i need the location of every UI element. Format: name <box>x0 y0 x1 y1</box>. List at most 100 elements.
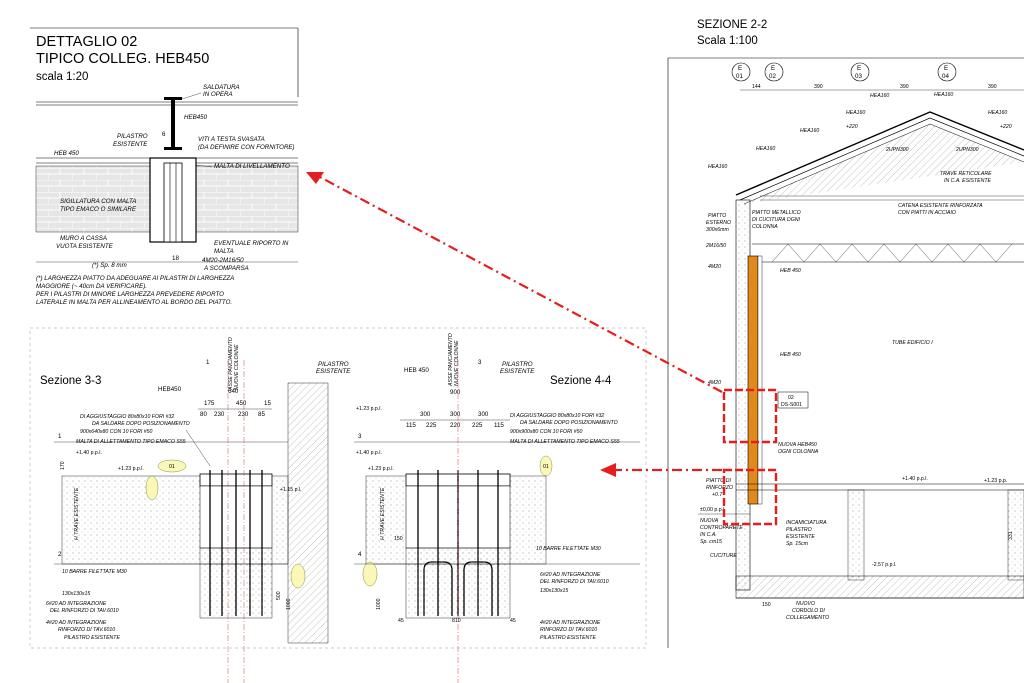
svg-text:04: 04 <box>942 73 949 80</box>
label-catena-1: CATENA ESISTENTE RINFORZATA <box>898 203 983 209</box>
dim-1000: 1000 <box>286 598 292 610</box>
dim-225b: 225 <box>472 422 483 429</box>
axis-bubble-e03: E 03 <box>850 62 870 82</box>
label-controp-4: Sp. cm15 <box>700 539 722 545</box>
label-piatto-2: DA SALDARE DOPO POSIZIONAMENTO <box>520 420 618 426</box>
dim-220: 220 <box>450 422 461 429</box>
label-m20-a: 4M20-2M16/50 <box>202 257 244 264</box>
label-piatto-est-3: 300x6mm <box>706 227 729 233</box>
note-2: MAGGIORE (~ 40cm DA VERIFICARE). <box>36 283 147 290</box>
dim-1000: 1000 <box>376 598 382 610</box>
dim-300c: 300 <box>478 411 489 418</box>
leader <box>181 92 202 100</box>
detail-title-1: DETTAGLIO 02 <box>36 34 137 50</box>
label-malta-liv: MALTA DI LIVELLAMENTO <box>214 163 290 170</box>
label-assi-2: NUOVE COLONNE <box>454 340 460 386</box>
label-piatto-1: DI AGGIUSTAGGIO 80x80x10 FORI #32 <box>80 414 174 420</box>
label-piatto-met-2: DI CUCITURA OGNI <box>752 217 800 223</box>
svg-text:E: E <box>944 65 948 72</box>
lvl-257: -2.57 p.p.l. <box>872 562 897 568</box>
label-trave-1: TRAVE RETICOLARE <box>940 171 992 177</box>
dim-170: 170 <box>60 461 66 470</box>
label-assi-1: ASSE PANCIAMENTO <box>228 337 234 391</box>
label-d20a-2: DEL RINFORZO DI TAV.6010 <box>540 579 609 585</box>
lvl-140: +1.40 p.p.l. <box>76 450 102 456</box>
dim-85: 85 <box>258 411 265 418</box>
dim-115b: 115 <box>494 422 504 429</box>
label-upn-1: 2UPN300 <box>885 147 909 153</box>
ref-02: 02 <box>788 395 794 401</box>
label-m20b: 4M20 <box>708 380 721 386</box>
label-esistente: ESISTENTE <box>113 141 148 148</box>
label-piatto-r-1: PIATTO DI <box>706 478 731 484</box>
label-muro-1: MURO A CASSA <box>60 235 107 242</box>
bubble-01-text: 01 <box>169 464 175 470</box>
callout-arrow-line-1 <box>317 175 723 393</box>
label-d20a-1: 6#20 AD INTEGRAZIONE <box>540 572 601 578</box>
label-piatto-r-2: RINFORZO <box>706 485 733 491</box>
lvl-140: +1.40 p.p.l. <box>356 450 382 456</box>
label-pilastro-2: ESISTENTE <box>316 368 351 375</box>
marker-3-cut: 3 <box>358 433 362 440</box>
svg-text:E: E <box>857 65 861 72</box>
label-barre: 10 BARRE FILETTATE M30 <box>536 546 601 552</box>
dim-175: 175 <box>204 400 215 407</box>
label-incam-1: INCAMICIATURA <box>786 520 827 526</box>
dim-45b: 45 <box>510 618 516 624</box>
label-heb450-b: HEB 450 <box>780 352 801 358</box>
callout-arrowhead-1 <box>306 172 324 184</box>
label-eventuale-2: MALTA <box>214 248 234 255</box>
label-controp-3: IN C.A. <box>700 532 717 538</box>
label-piatto-3: 900x640x80 CON 10 FORI #50 <box>80 429 152 435</box>
dim-115a: 115 <box>406 422 416 429</box>
label-assi-1: ASSE PANCIAMENTO <box>448 333 454 387</box>
label-heb450-left: HEB 450 <box>54 150 79 157</box>
svg-text:01: 01 <box>736 73 743 80</box>
label-assi-2: NUOVE COLONNE <box>234 344 240 390</box>
lvl-123: +1.23 p.p. <box>984 478 1007 484</box>
note-1: (*) LARGHEZZA PIATTO DA ADEGUARE AI PILA… <box>36 275 234 282</box>
label-hea160-b: HEA160 <box>870 93 889 99</box>
label-d20a-1: 6#20 AD INTEGRAZIONE <box>46 601 107 607</box>
label-piatto-1: DI AGGIUSTAGGIO 80x80x10 FORI #32 <box>510 413 604 419</box>
label-in-opera: IN OPERA <box>203 91 233 98</box>
column-core <box>163 162 183 243</box>
callout-arrowhead-2 <box>600 463 616 477</box>
floor-pier-1 <box>847 489 865 581</box>
bubble-side <box>362 561 378 587</box>
section-3-3: Sezione 3-3 HEB450 ASSE PANCIAMENTO NUOV… <box>40 337 351 683</box>
note-3: PER I PILASTRI DI MINORE LARGHEZZA PREVE… <box>36 291 224 298</box>
label-m20-b: A SCOMPARSA <box>203 265 249 272</box>
dim-150: 150 <box>762 602 771 608</box>
label-cuciture: CUCITURE <box>710 553 737 559</box>
dim-390a: 390 <box>814 84 823 90</box>
dim-45a: 45 <box>398 618 404 624</box>
dim-18: 18 <box>172 255 179 262</box>
leader <box>185 429 211 467</box>
dim-15: 15 <box>264 400 271 407</box>
label-nuovo-2: CORDOLO DI <box>792 608 825 614</box>
svg-text:E: E <box>771 65 775 72</box>
leader <box>195 164 213 168</box>
callout-box-section <box>722 468 778 526</box>
roof-top <box>735 111 1024 196</box>
section-3-3-title: Sezione 3-3 <box>40 375 101 387</box>
dim-300b: 300 <box>450 411 461 418</box>
section-4-4-title: Sezione 4-4 <box>550 375 612 387</box>
label-d20b-1: 4#20 AD INTEGRAZIONE <box>540 620 601 626</box>
lvl-07: +0.7 <box>712 492 723 498</box>
label-220-a: +220 <box>846 124 858 130</box>
roof-hatch <box>743 123 1024 205</box>
lvl-123: +1.23 p.p.l. <box>118 466 144 472</box>
section-2-2-title: SEZIONE 2-2 <box>697 19 767 31</box>
callout-box-detail-02 <box>722 388 778 444</box>
marker-3: 3 <box>478 359 482 366</box>
label-incam-2: PILASTRO <box>786 527 812 533</box>
label-saldatura: SALDATURA <box>203 84 240 91</box>
label-piatto-3: 900x900x80 CON 10 FORI #50 <box>510 429 582 435</box>
bubble-side <box>145 475 159 501</box>
label-controp-2: CONTROPARETE <box>700 525 743 531</box>
lvl-123-b: +1.23 p.p.l. <box>368 466 394 472</box>
section-2-2: SEZIONE 2-2 Scala 1:100 E 01 E 02 E 03 E… <box>667 19 1024 648</box>
